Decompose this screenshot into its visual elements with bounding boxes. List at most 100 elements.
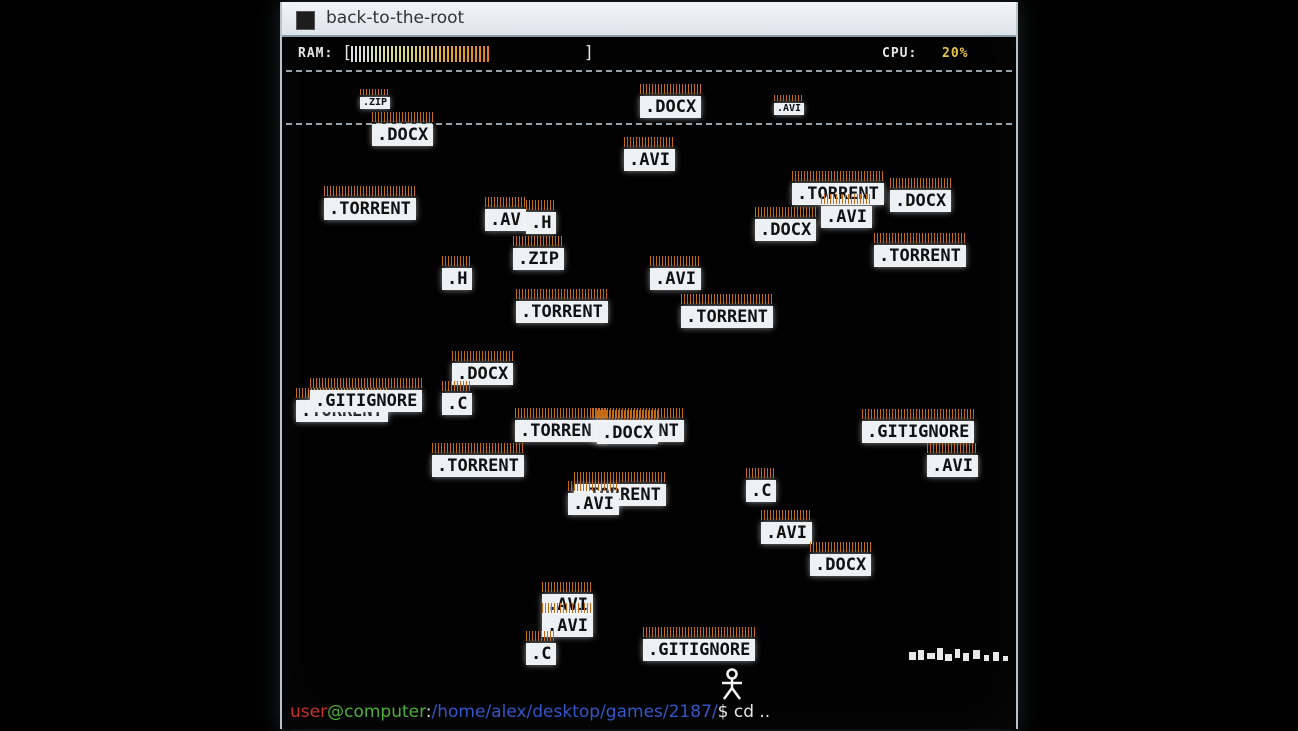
file-ticks — [526, 200, 557, 210]
file-label: .TORRENT — [521, 302, 603, 322]
file-ticks — [516, 289, 608, 299]
file-block: .AV — [485, 197, 526, 231]
cpu-value: 20% — [942, 46, 969, 61]
prompt-command: cd .. — [733, 702, 771, 722]
file-block: .AVI — [774, 95, 805, 115]
ram-bracket-open: [ — [342, 43, 353, 63]
file-block: .AVI — [624, 137, 675, 171]
file-label: .H — [447, 269, 468, 289]
file-ticks — [746, 468, 777, 478]
file-ticks — [650, 256, 701, 266]
file-ticks — [442, 256, 473, 266]
file-label: .TORRENT — [686, 307, 768, 327]
file-block: .AVI — [761, 510, 812, 544]
file-ticks — [324, 186, 416, 196]
file-ticks — [526, 631, 557, 641]
file-label: .DOCX — [645, 97, 697, 117]
file-label: .GITIGNORE — [315, 391, 418, 411]
file-ticks — [542, 582, 593, 592]
file-block: .DOCX — [597, 410, 659, 444]
file-label: .GITIGNORE — [867, 422, 970, 442]
file-ticks — [542, 603, 593, 613]
file-block: .C — [442, 381, 473, 415]
file-label: .DOCX — [377, 125, 429, 145]
file-ticks — [513, 236, 564, 246]
file-label: .DOCX — [602, 423, 654, 443]
file-ticks — [442, 381, 473, 391]
file-block: .TORRENT — [874, 233, 966, 267]
file-block: .DOCX — [890, 178, 952, 212]
file-ticks — [810, 542, 872, 552]
file-ticks — [515, 408, 607, 418]
file-ticks — [452, 351, 514, 361]
file-ticks — [821, 194, 872, 204]
file-ticks — [927, 443, 978, 453]
file-block: .C — [526, 631, 557, 665]
prompt-dollar: $ — [717, 702, 729, 722]
file-ticks — [568, 481, 619, 491]
file-block: .H — [442, 256, 473, 290]
file-block: .TORRENT — [681, 294, 773, 328]
file-label: .DOCX — [895, 191, 947, 211]
file-ticks — [574, 472, 666, 482]
file-label: .ZIP — [363, 97, 388, 108]
prompt-path: /home/alex/desktop/games/2187/ — [431, 702, 718, 722]
file-block: .AVI — [927, 443, 978, 477]
file-ticks — [862, 409, 975, 419]
file-ticks — [432, 443, 524, 453]
file-label: .TORRENT — [879, 246, 961, 266]
file-block: .DOCX — [640, 84, 702, 118]
window-title: back-to-the-root — [326, 8, 465, 28]
shattered-file-debris-icon — [909, 648, 1008, 661]
file-ticks — [774, 95, 805, 101]
file-label: .DOCX — [815, 555, 867, 575]
file-ticks — [890, 178, 952, 188]
file-label: .AVI — [629, 150, 670, 170]
file-ticks — [360, 89, 391, 95]
file-label: .ZIP — [518, 249, 559, 269]
ram-bracket-close: ] — [583, 43, 594, 63]
file-block: .TORRENT — [516, 289, 608, 323]
file-label: .AVI — [655, 269, 696, 289]
file-label: .C — [531, 644, 552, 664]
file-label: .TORRENT — [520, 421, 602, 441]
file-block: .ZIP — [360, 89, 391, 109]
cpu-label: CPU: — [882, 46, 918, 61]
prompt-host: @computer — [327, 702, 426, 722]
file-block: .TORRENT — [324, 186, 416, 220]
file-ticks — [761, 510, 812, 520]
player-stick-figure-icon[interactable] — [719, 668, 745, 702]
file-block: .ZIP — [513, 236, 564, 270]
prompt-separator: : — [425, 702, 432, 722]
file-block: .DOCX — [810, 542, 872, 576]
file-label: .AVI — [826, 207, 867, 227]
file-label: .TORRENT — [437, 456, 519, 476]
file-block: .AVI — [568, 481, 619, 515]
file-label: .AVI — [932, 456, 973, 476]
file-label: .TORRENT — [329, 199, 411, 219]
file-block: .TORRENT — [432, 443, 524, 477]
title-bar[interactable]: back-to-the-root — [282, 2, 1016, 37]
file-ticks — [485, 197, 526, 207]
file-block: .GITIGNORE — [310, 378, 423, 412]
game-window: back-to-the-root RAM: [ ] CPU: 20% .ZIP.… — [280, 2, 1018, 729]
file-block: .H — [526, 200, 557, 234]
file-block: .DOCX — [452, 351, 514, 385]
file-label: .AVI — [777, 103, 802, 114]
file-ticks — [640, 84, 702, 94]
ram-label: RAM: — [298, 46, 334, 61]
file-label: .DOCX — [760, 220, 812, 240]
file-label: .AVI — [547, 616, 588, 636]
file-block: .DOCX — [755, 207, 817, 241]
file-label: .H — [531, 213, 552, 233]
file-ticks — [597, 410, 659, 420]
file-ticks — [755, 207, 817, 217]
file-label: .AVI — [766, 523, 807, 543]
ram-fill — [351, 46, 490, 62]
prompt-user: user — [290, 702, 328, 722]
ram-meter: [ ] — [342, 43, 594, 63]
terminal-prompt: user@computer:/home/alex/desktop/games/2… — [290, 702, 770, 722]
file-label: .AV — [490, 210, 521, 230]
safe-zone-top-line — [286, 70, 1012, 72]
file-ticks — [792, 171, 884, 181]
